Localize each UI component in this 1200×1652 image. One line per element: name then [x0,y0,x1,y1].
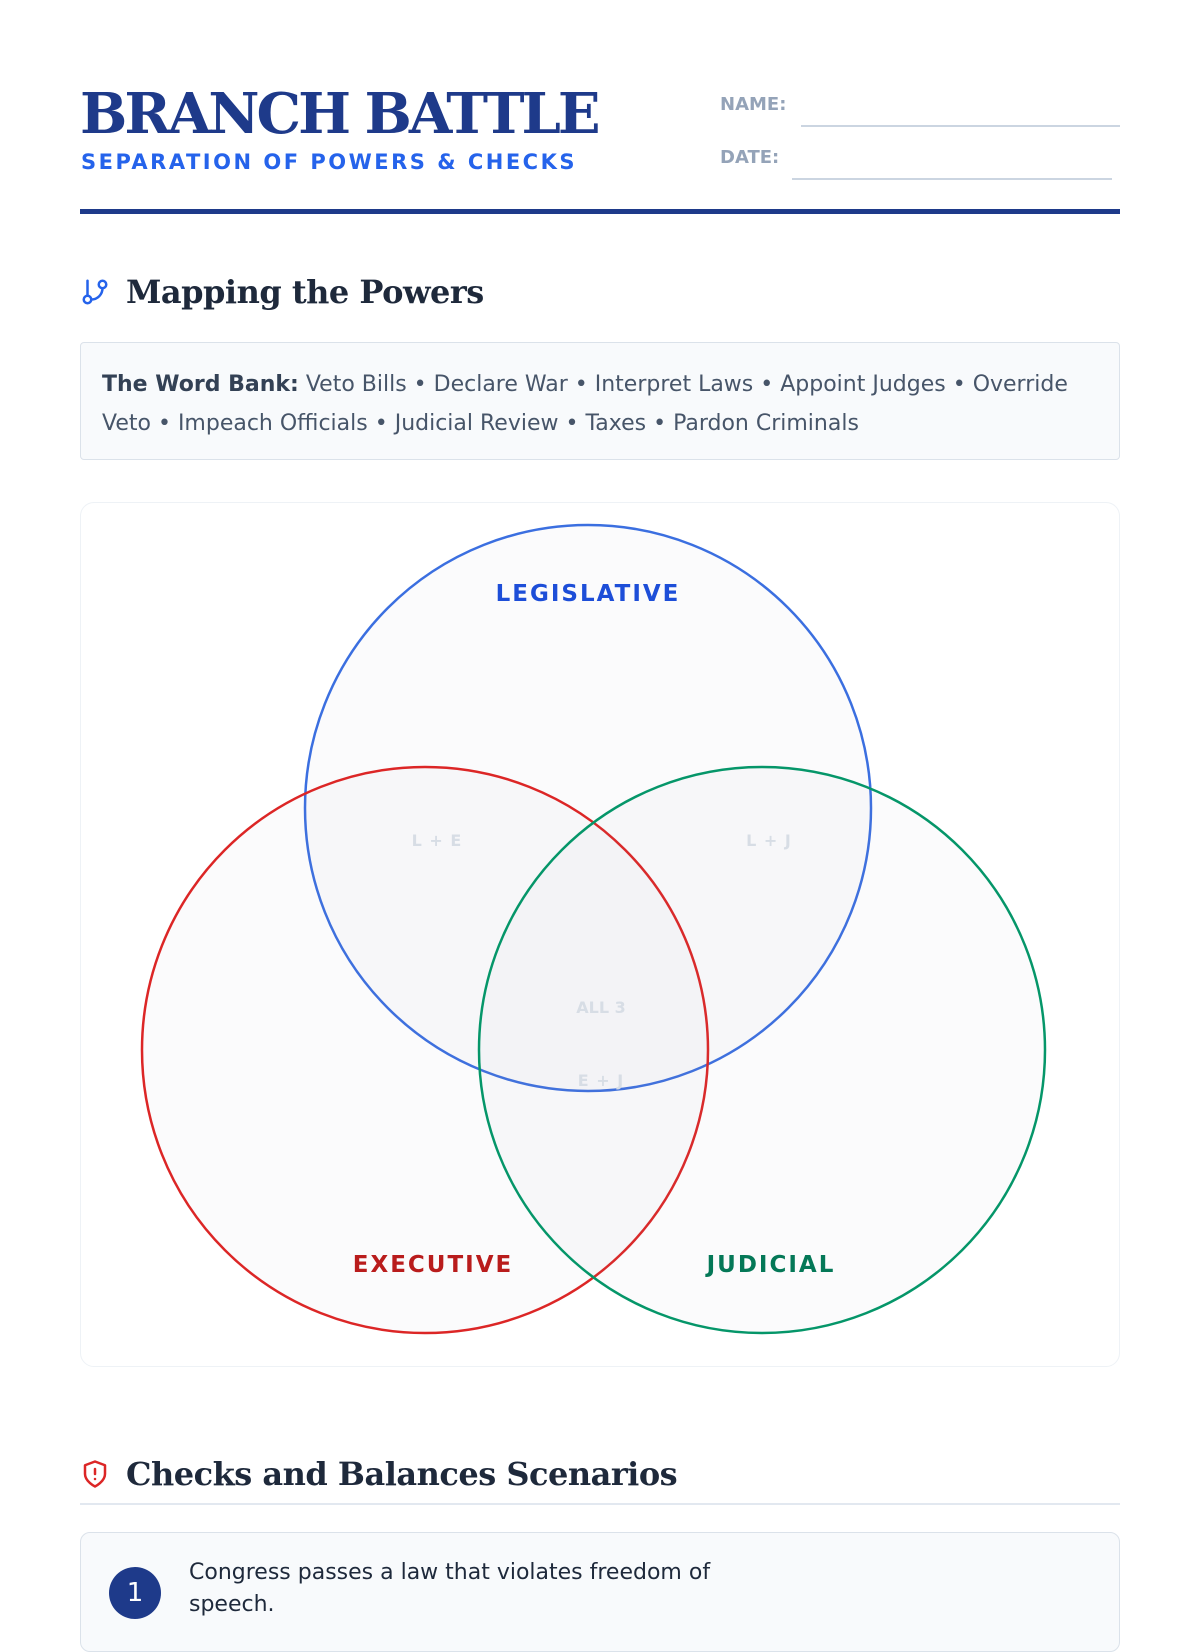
date-label: DATE: [720,147,780,168]
mapping-heading: Mapping the Powers [126,273,484,311]
mapping-section-heading: Mapping the Powers [80,270,484,314]
section-divider [80,1503,1120,1505]
judicial-circle [477,765,1047,1335]
scenario-card: 1 Congress passes a law that violates fr… [80,1532,1120,1652]
worksheet-subtitle: SEPARATION OF POWERS & CHECKS [81,150,577,174]
executive-label: EXECUTIVE [353,1252,513,1278]
word-bank-item: Impeach Officials [177,411,368,436]
word-bank-item: Pardon Criminals [673,411,859,436]
shield-alert-icon [83,1460,107,1488]
checks-heading: Checks and Balances Scenarios [126,1455,678,1493]
venn-svg: LEGISLATIVE EXECUTIVE JUDICIAL L + E L +… [140,523,1047,1335]
branch-icon [82,279,108,305]
word-bank-items: Veto Bills • Declare War • Interpret Law… [102,372,1068,436]
scenario-number-badge: 1 [109,1567,161,1619]
legislative-circle [303,523,873,1093]
word-bank-item: Declare War [433,372,568,397]
word-bank-item: Appoint Judges [780,372,946,397]
lj-overlap-label: L + J [746,831,792,850]
date-field[interactable] [792,178,1112,180]
legislative-label: LEGISLATIVE [496,581,681,607]
all-overlap-label: ALL 3 [576,998,625,1017]
scenario-text: Congress passes a law that violates free… [189,1560,711,1617]
word-bank: The Word Bank: Veto Bills • Declare War … [80,342,1120,460]
name-field[interactable] [801,125,1120,127]
worksheet-title: BRANCH BATTLE [80,81,601,147]
le-overlap-label: L + E [412,831,463,850]
worksheet-header: BRANCH BATTLE SEPARATION OF POWERS & CHE… [80,80,1120,214]
word-bank-item: Judicial Review [394,411,559,436]
word-bank-item: Taxes [585,411,647,436]
word-bank-item: Interpret Laws [594,372,754,397]
word-bank-item: Override Veto [102,372,1068,436]
word-bank-item: Veto Bills [305,372,407,397]
name-label: NAME: [720,94,787,115]
checks-section-heading: Checks and Balances Scenarios [80,1452,678,1496]
executive-circle [140,765,710,1335]
ej-overlap-label: E + J [578,1071,624,1090]
venn-diagram: LEGISLATIVE EXECUTIVE JUDICIAL L + E L +… [80,502,1120,1367]
word-bank-label: The Word Bank: [102,372,299,397]
judicial-label: JUDICIAL [705,1252,836,1278]
